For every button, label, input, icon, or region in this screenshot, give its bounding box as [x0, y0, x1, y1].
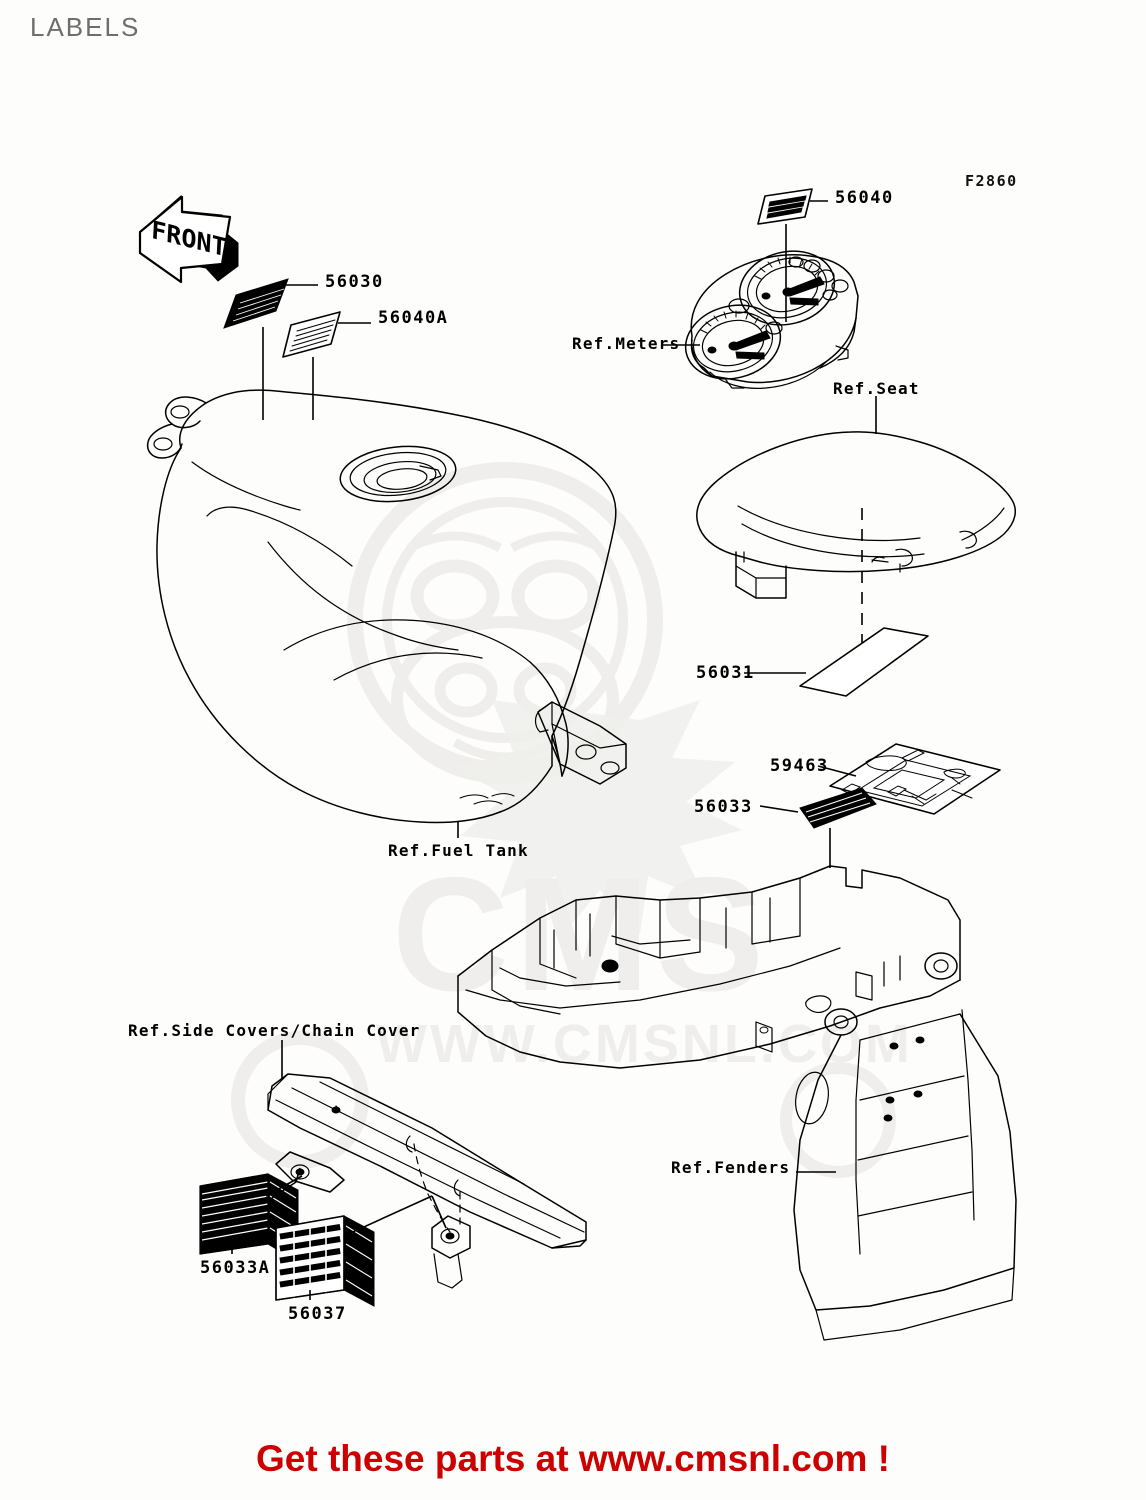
reference-callout-meters[interactable]: Ref.Meters [572, 334, 681, 353]
reference-callout-seat[interactable]: Ref.Seat [833, 379, 920, 398]
svg-text:WWW.CMSNL.COM: WWW.CMSNL.COM [376, 1014, 913, 1074]
label-part-59463 [829, 743, 1001, 815]
part-callout-56040A[interactable]: 56040A [378, 308, 449, 328]
front-arrow-icon: FRONT [138, 194, 239, 284]
label-part-56040 [757, 188, 813, 225]
page-title: LABELS [30, 12, 141, 42]
footer-cta[interactable]: Get these parts at www.cmsnl.com ! [256, 1438, 890, 1479]
label-part-56040A [282, 311, 341, 358]
label-part-56030 [223, 278, 289, 329]
part-callout-56030[interactable]: 56030 [325, 272, 384, 292]
meter-cluster-outline [684, 250, 859, 389]
part-callout-56037[interactable]: 56037 [288, 1304, 347, 1324]
part-callout-56031[interactable]: 56031 [696, 663, 755, 683]
part-callout-56033A[interactable]: 56033A [200, 1258, 271, 1278]
part-callout-59463[interactable]: 59463 [770, 756, 829, 776]
reference-callout-fuel-tank[interactable]: Ref.Fuel Tank [388, 841, 529, 860]
label-part-56031 [799, 627, 929, 697]
part-callout-56040[interactable]: 56040 [835, 188, 894, 208]
svg-text:CMS: CMS [392, 844, 770, 1025]
label-part-56037 [275, 1215, 375, 1307]
diagram-code: F2860 [965, 172, 1018, 190]
rear-fender-outline [457, 865, 1017, 1341]
seat-outline [696, 431, 1017, 599]
chain-cover-outline [267, 1073, 587, 1289]
reference-callout-side-covers[interactable]: Ref.Side Covers/Chain Cover [128, 1021, 421, 1040]
fuel-tank-outline [146, 389, 627, 824]
part-callout-56033[interactable]: 56033 [694, 797, 753, 817]
reference-callout-fenders[interactable]: Ref.Fenders [671, 1158, 791, 1177]
label-part-56033 [799, 787, 877, 829]
